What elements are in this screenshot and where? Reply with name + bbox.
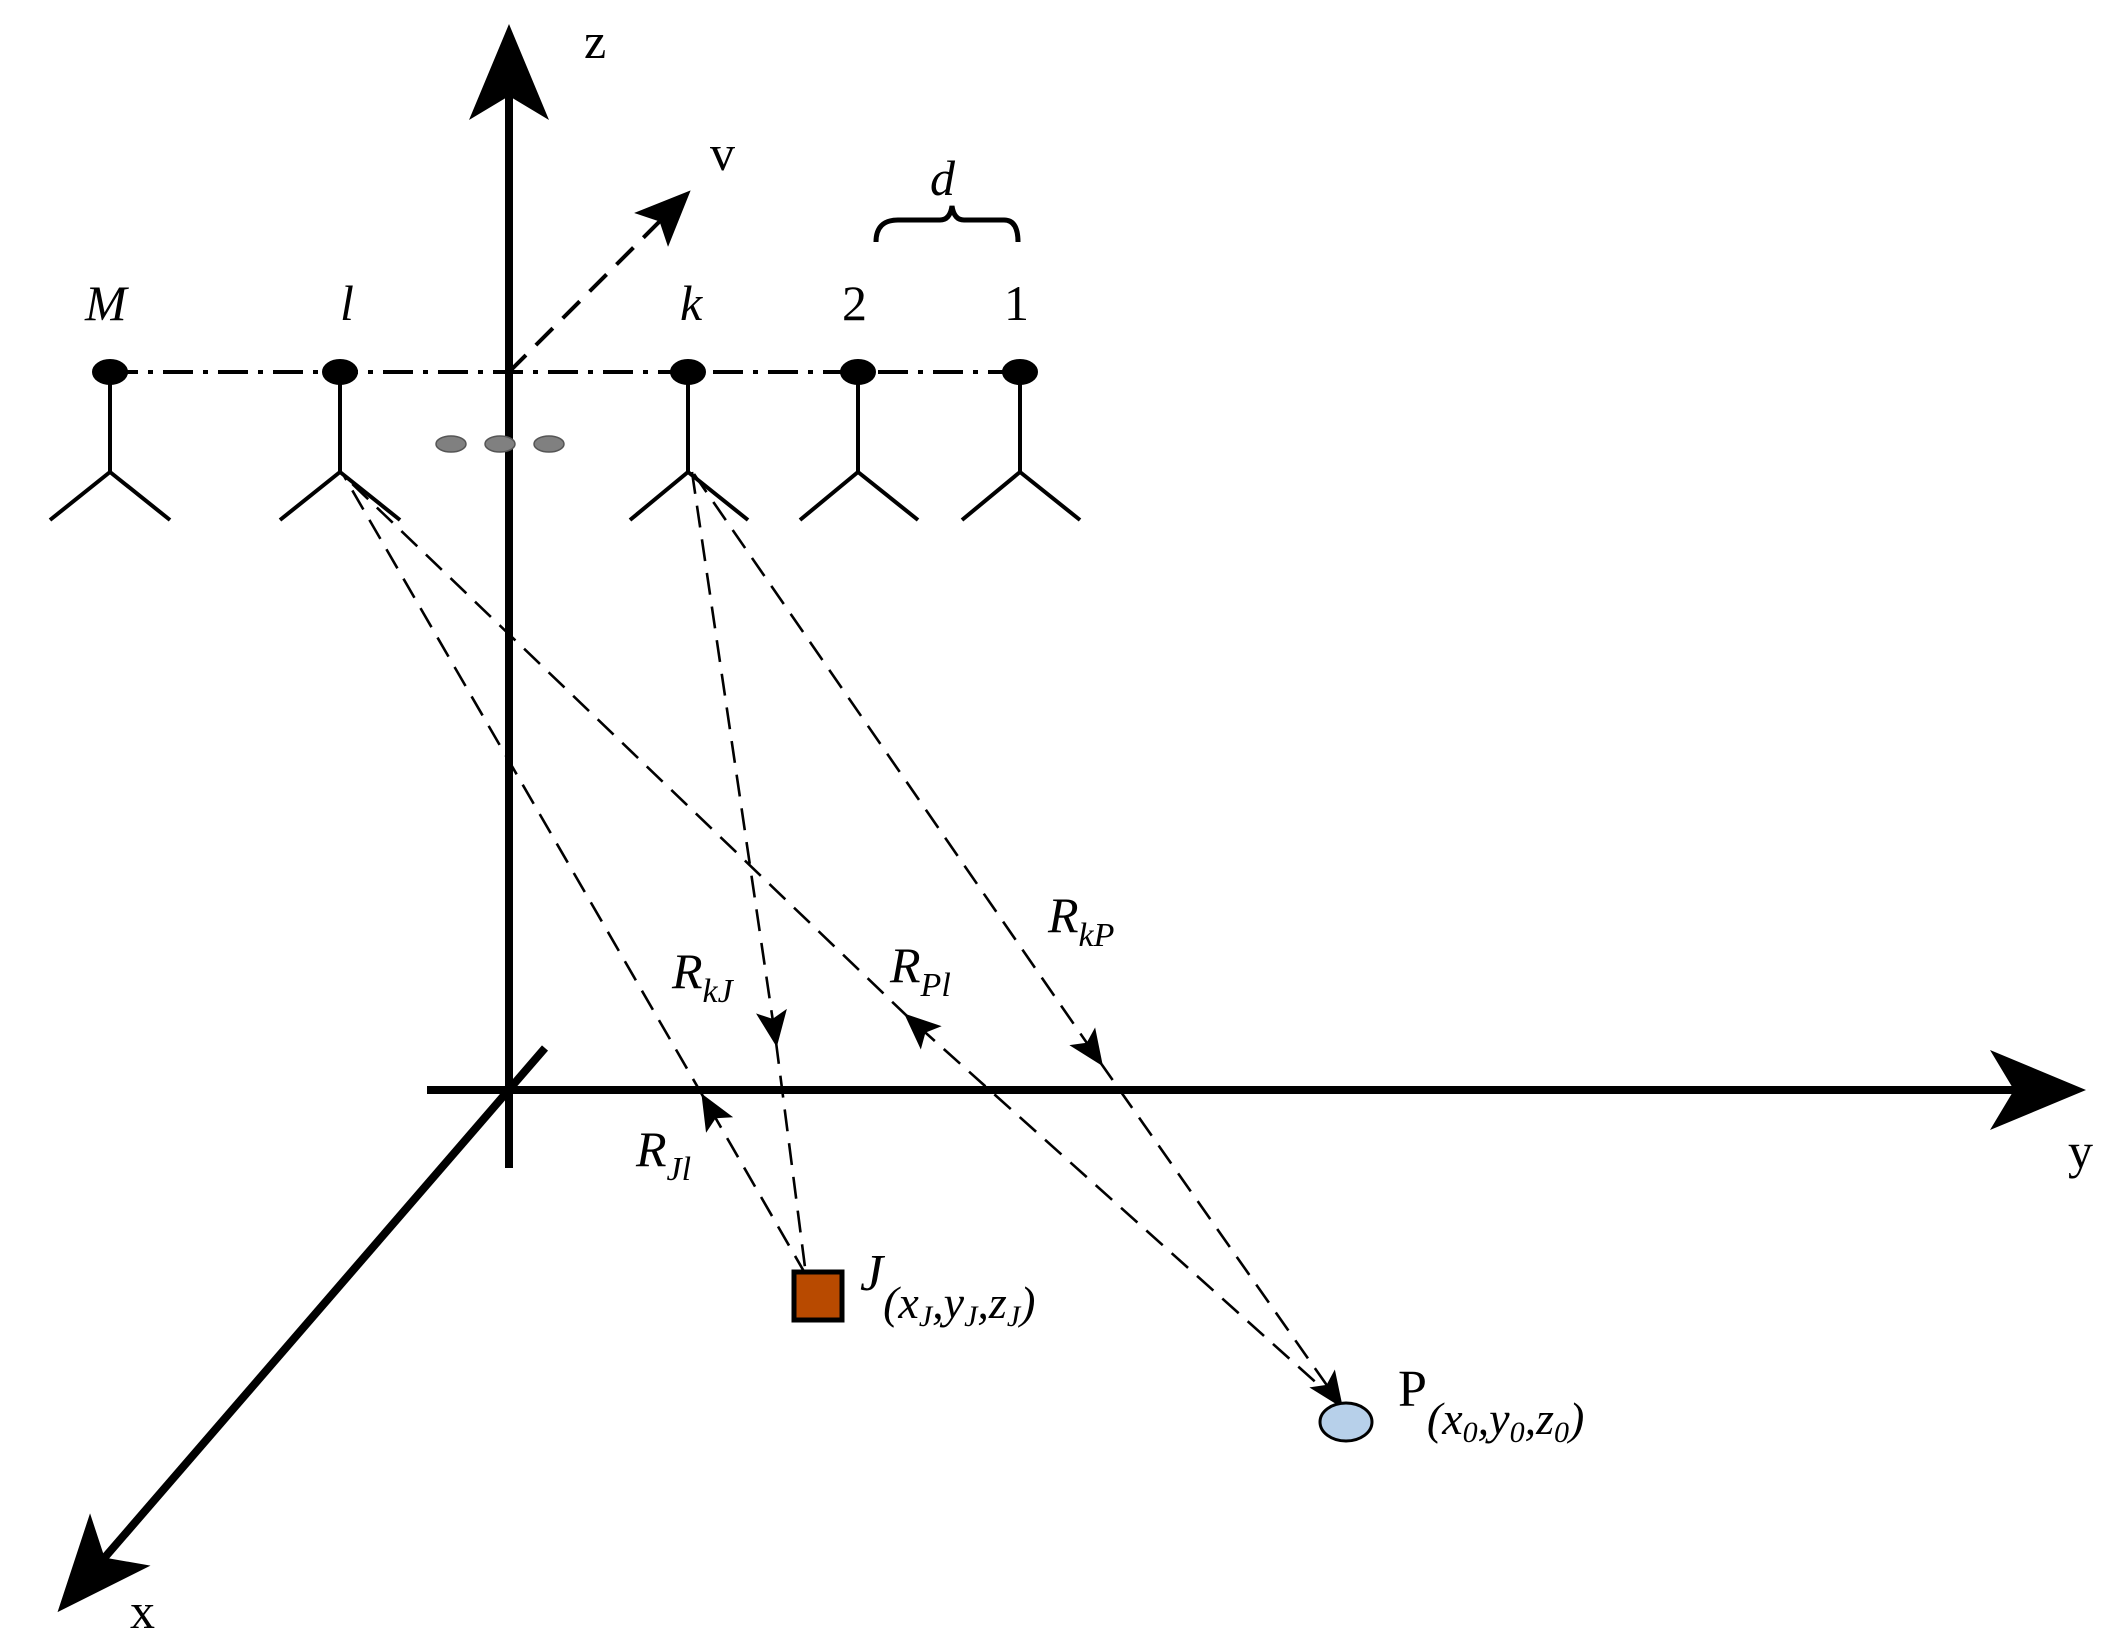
spacing-brace [873, 205, 1021, 243]
element-label-2: 2 [842, 275, 867, 331]
element-label-l: l [340, 275, 354, 331]
path-l-to-J [342, 475, 706, 1099]
path-k-to-J [690, 471, 787, 1048]
x-axis [57, 1045, 549, 1613]
range-label-Jl: RJl [635, 1121, 691, 1188]
path-P-to-l [904, 1013, 1341, 1405]
element-label-1: 1 [1004, 275, 1029, 331]
antenna-element-k [628, 359, 750, 522]
path-J-to-l [701, 1093, 808, 1276]
v-direction-arrow [507, 190, 691, 374]
target-label: P(x0,y0,z0) [1398, 1361, 1584, 1449]
path-k-to-P [692, 473, 1103, 1067]
jammer-marker [791, 1269, 845, 1323]
x-axis-label: x [130, 1583, 155, 1639]
antenna-element-l [278, 359, 402, 522]
element-label-k: k [680, 275, 703, 331]
coordinate-axes [57, 24, 2086, 1613]
antenna-element-M [48, 359, 172, 522]
antenna-element-1 [960, 359, 1082, 522]
range-label-kP: RkP [1047, 887, 1114, 954]
z-axis-label: z [584, 13, 606, 69]
element-label-M: M [84, 275, 129, 331]
spacing-label: d [930, 150, 956, 206]
v-direction-label: v [710, 125, 735, 181]
path-P-to-P [1098, 1061, 1343, 1409]
path-J-to-J [774, 1041, 808, 1276]
antenna-element-2 [798, 359, 920, 522]
jammer-label: J(xJ,yJ,zJ) [860, 1245, 1035, 1333]
ellipsis-dots [435, 435, 565, 453]
target-marker [1318, 1401, 1374, 1443]
range-label-kJ: RkJ [671, 943, 735, 1010]
path-l-to-P [343, 475, 909, 1018]
y-axis-label: y [2068, 1123, 2093, 1179]
range-label-Pl: RPl [889, 937, 951, 1004]
